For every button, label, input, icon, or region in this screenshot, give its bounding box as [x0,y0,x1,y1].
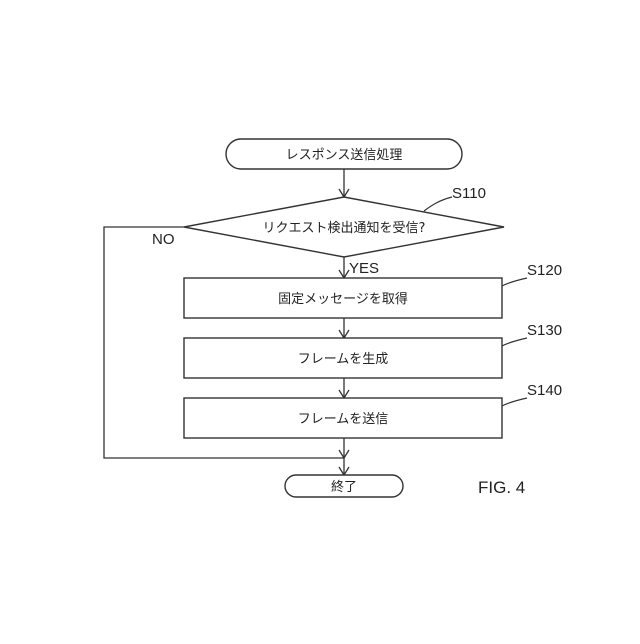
process-step-1-step-label: S120 [527,262,562,279]
end-terminal: 終了 [285,475,403,497]
start-terminal: レスポンス送信処理 [226,139,462,169]
decision-step-leader [424,197,452,211]
end-terminal-text: 終了 [331,479,357,495]
process-step-2: フレームを生成 [184,338,502,378]
process-step-1: 固定メッセージを取得 [184,278,502,318]
process-step-2-leader [502,338,527,346]
decision-step-label: S110 [452,185,486,202]
process-step-3-text: フレームを送信 [298,412,389,427]
no-branch-label: NO [152,231,175,248]
process-step-1-text: 固定メッセージを取得 [278,291,408,307]
decision-node: リクエスト検出通知を受信? [184,197,504,257]
process-step-3-step-label: S140 [527,382,562,399]
start-terminal-text: レスポンス送信処理 [286,148,403,163]
process-step-2-text: フレームを生成 [298,352,389,367]
process-step-1-leader [502,278,527,286]
process-step-3: フレームを送信 [184,398,502,438]
decision-text: リクエスト検出通知を受信? [263,220,426,236]
figure-label: FIG. 4 [478,478,525,497]
process-step-2-step-label: S130 [527,322,562,339]
yes-branch-label: YES [349,260,379,277]
process-step-3-leader [502,398,527,406]
